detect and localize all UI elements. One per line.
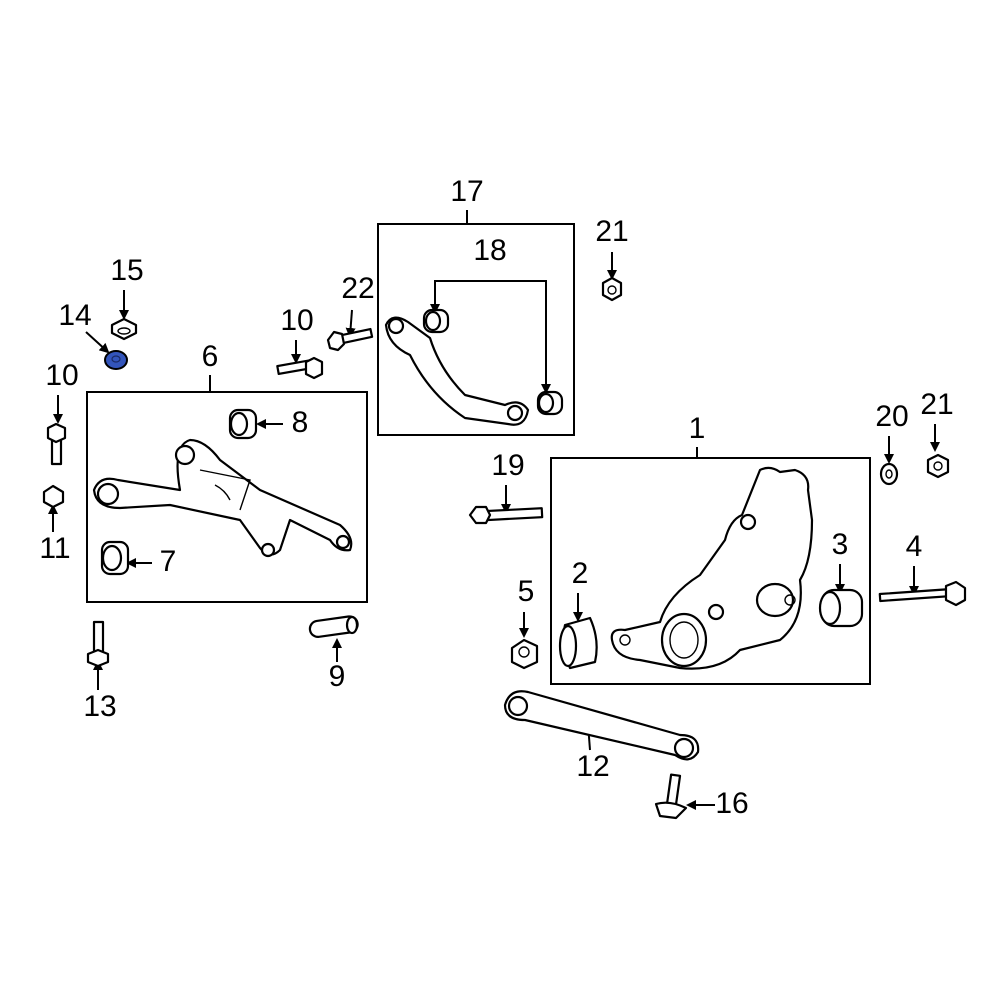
upper-control-arm-17[interactable] <box>384 316 530 426</box>
callout-labels: 17 18 21 15 14 22 10 6 10 8 20 21 1 19 1… <box>39 175 953 820</box>
bolt-10-upper[interactable] <box>276 356 324 380</box>
callout-16[interactable]: 16 <box>715 787 748 820</box>
callout-5[interactable]: 5 <box>518 575 535 608</box>
callout-3[interactable]: 3 <box>832 528 849 561</box>
nut-21-right[interactable] <box>926 453 950 479</box>
bolt-13[interactable] <box>86 620 110 668</box>
callout-11[interactable]: 11 <box>39 532 70 565</box>
callout-1[interactable]: 1 <box>689 412 706 445</box>
bushing-18[interactable] <box>422 308 564 416</box>
washer-14[interactable] <box>104 350 128 370</box>
bushing-8[interactable] <box>228 408 258 440</box>
bolt-10-left[interactable] <box>46 422 67 466</box>
callout-6[interactable]: 6 <box>202 340 219 373</box>
bolt-22[interactable] <box>326 327 374 352</box>
callout-21[interactable]: 21 <box>920 388 953 421</box>
callout-10[interactable]: 10 <box>45 359 78 392</box>
nut-11[interactable] <box>42 484 65 509</box>
callout-2[interactable]: 2 <box>572 557 589 590</box>
sleeve-9[interactable] <box>308 615 359 638</box>
nut-21[interactable] <box>601 276 623 302</box>
callout-13[interactable]: 13 <box>83 690 116 723</box>
callout-9[interactable]: 9 <box>329 660 346 693</box>
callout-15[interactable]: 15 <box>110 254 143 287</box>
group-box-1 <box>550 457 871 685</box>
callout-19[interactable]: 19 <box>491 449 524 482</box>
callout-14[interactable]: 14 <box>58 299 91 332</box>
callout-8[interactable]: 8 <box>292 406 309 439</box>
group-box-17 <box>377 223 575 436</box>
bushing-2[interactable] <box>558 616 598 670</box>
group-box-6 <box>86 391 368 603</box>
lower-control-arm-6[interactable] <box>92 438 353 558</box>
bolt-4[interactable] <box>878 580 967 607</box>
nut-15[interactable] <box>110 317 138 341</box>
callout-7[interactable]: 7 <box>160 545 177 578</box>
lateral-link-12[interactable] <box>503 690 700 761</box>
callout-21[interactable]: 21 <box>595 215 628 248</box>
callout-17[interactable]: 17 <box>450 175 483 208</box>
nut-5[interactable] <box>510 638 539 670</box>
washer-20[interactable] <box>879 462 899 486</box>
callout-12[interactable]: 12 <box>576 750 609 783</box>
bushing-7[interactable] <box>100 540 130 576</box>
callout-18[interactable]: 18 <box>473 234 506 267</box>
callout-10[interactable]: 10 <box>280 304 313 337</box>
bolt-16[interactable] <box>654 773 688 820</box>
callout-22[interactable]: 22 <box>341 272 374 305</box>
knuckle-1[interactable] <box>610 466 814 670</box>
bolt-19[interactable] <box>468 505 544 525</box>
bushing-3[interactable] <box>818 588 864 628</box>
callout-20[interactable]: 20 <box>875 400 908 433</box>
callout-4[interactable]: 4 <box>906 530 923 563</box>
